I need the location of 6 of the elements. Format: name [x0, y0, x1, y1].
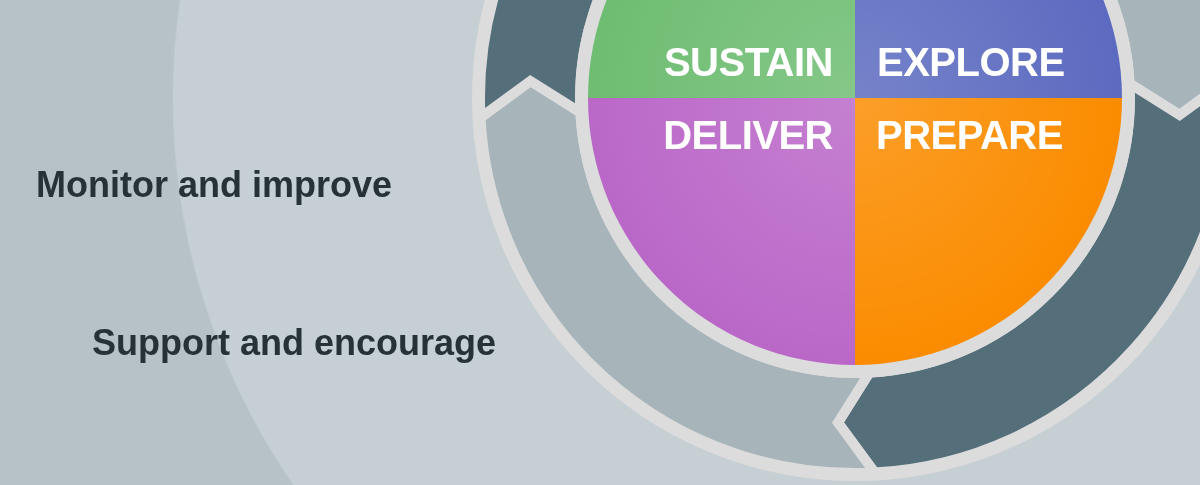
ring-label: Support and encourage — [92, 325, 497, 361]
quadrant-label: DELIVER — [663, 115, 833, 155]
quadrant-label: SUSTAIN — [663, 42, 833, 82]
quadrant-label: EXPLORE — [877, 42, 1065, 82]
quadrant-label: PREPARE — [876, 115, 1063, 155]
ring-label: Monitor and improve — [36, 167, 392, 203]
